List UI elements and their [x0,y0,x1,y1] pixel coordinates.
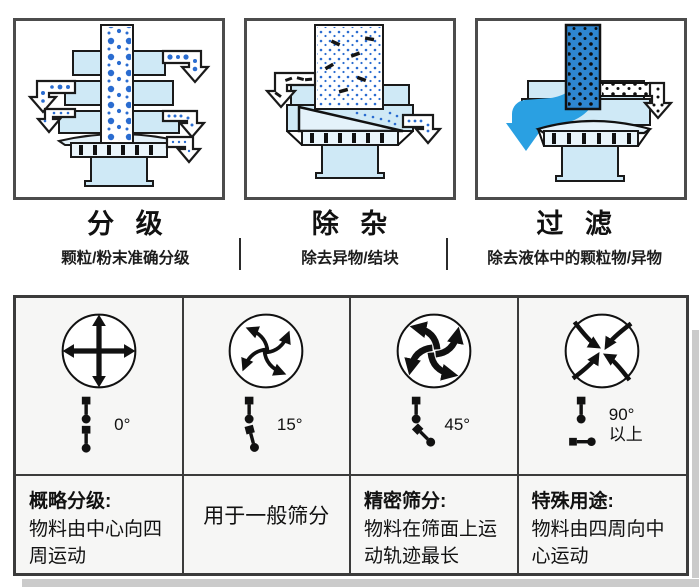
motion-cell-0deg: 0° [16,298,184,474]
eccentric-weight-15deg-icon [244,396,259,452]
desc-heading: 特殊用途: [531,491,614,512]
angle-value: 90° [608,405,635,425]
application-panels [13,18,687,200]
desc-heading: 概略分级: [29,491,112,512]
angle-label: 15° [276,415,303,435]
desc-text: 物料由中心向四周运动 [29,518,163,568]
motion-pattern-table: 0° 15° [13,295,689,576]
desc-cell-special-use: 特殊用途: 物料由四周向中心运动 [518,474,686,573]
desc-heading: 精密筛分: [364,491,447,512]
panel-titles: 分 级 除 杂 过 滤 [13,202,687,241]
filter-machine-illustration [506,23,674,182]
title-impurity-removal: 除 杂 [311,209,389,239]
scan-shadow-bottom [22,579,699,587]
pinwheel-strong-spiral-motion-icon [396,313,472,389]
eccentric-weight-90deg-icon [568,396,596,446]
panel-subtitles: 颗粒/粉末准确分级 除去异物/结块 除去液体中的颗粒物/异物 [13,246,687,268]
desc-cell-general-screening: 用于一般筛分 [183,474,351,573]
desc-cell-rough-classification: 概略分级: 物料由中心向四周运动 [16,474,184,573]
inward-converging-motion-icon [564,313,640,389]
title-filtration: 过 滤 [536,209,613,239]
desc-text: 用于一般筛分 [203,505,330,529]
title-classification: 分 级 [87,209,164,239]
scan-shadow-right [692,330,699,578]
panel-filtration [475,18,687,200]
subtitle-filtration: 除去液体中的颗粒物/异物 [487,250,662,267]
pinwheel-outward-motion-icon [228,313,304,389]
motion-cell-45deg: 45° [351,298,519,474]
classifier-machine-illustration [27,24,211,187]
subtitle-divider [239,238,241,270]
impurity-removal-machine-illustration [264,24,443,179]
eccentric-weight-45deg-icon [412,396,436,447]
angle-note: 以上 [608,425,643,444]
desc-cell-precise-screening: 精密筛分: 物料在筛面上运动轨迹最长 [351,474,519,573]
panel-impurity-removal [244,18,456,200]
angle-label: 45° [444,415,471,435]
motion-cell-90deg: 90° 以上 [519,298,687,474]
subtitle-impurity-removal: 除去异物/结块 [301,250,399,267]
desc-text: 物料由四周向中心运动 [531,518,665,568]
subtitle-classification: 颗粒/粉末准确分级 [61,250,190,267]
desc-text: 物料在筛面上运动轨迹最长 [364,518,498,568]
subtitle-divider [446,238,448,270]
motion-cell-15deg: 15° [184,298,351,474]
angle-label: 0° [114,415,131,435]
eccentric-weight-0deg-icon [81,396,91,453]
angle-label: 90° 以上 [609,405,643,444]
panel-classification [13,18,225,200]
radial-cross-motion-icon [61,313,137,389]
